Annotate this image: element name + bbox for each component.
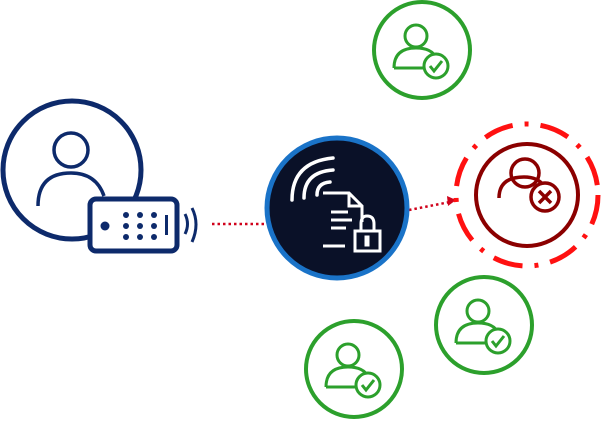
denied-user-node (453, 121, 601, 269)
x-badge-icon (529, 181, 561, 213)
allowed-user-node (434, 275, 534, 375)
allowed-user-node (372, 0, 472, 100)
link-hub-denied (408, 200, 451, 212)
document-icon (323, 191, 364, 248)
arrow-head (447, 196, 456, 206)
signal-icon (183, 207, 198, 243)
user-icon (36, 131, 106, 207)
wireless-icon (290, 156, 335, 202)
allowed-user-node (304, 319, 404, 419)
sender-node (0, 98, 198, 254)
remote-icon (87, 196, 180, 254)
lock-icon (353, 214, 382, 253)
hub-node (264, 135, 410, 281)
